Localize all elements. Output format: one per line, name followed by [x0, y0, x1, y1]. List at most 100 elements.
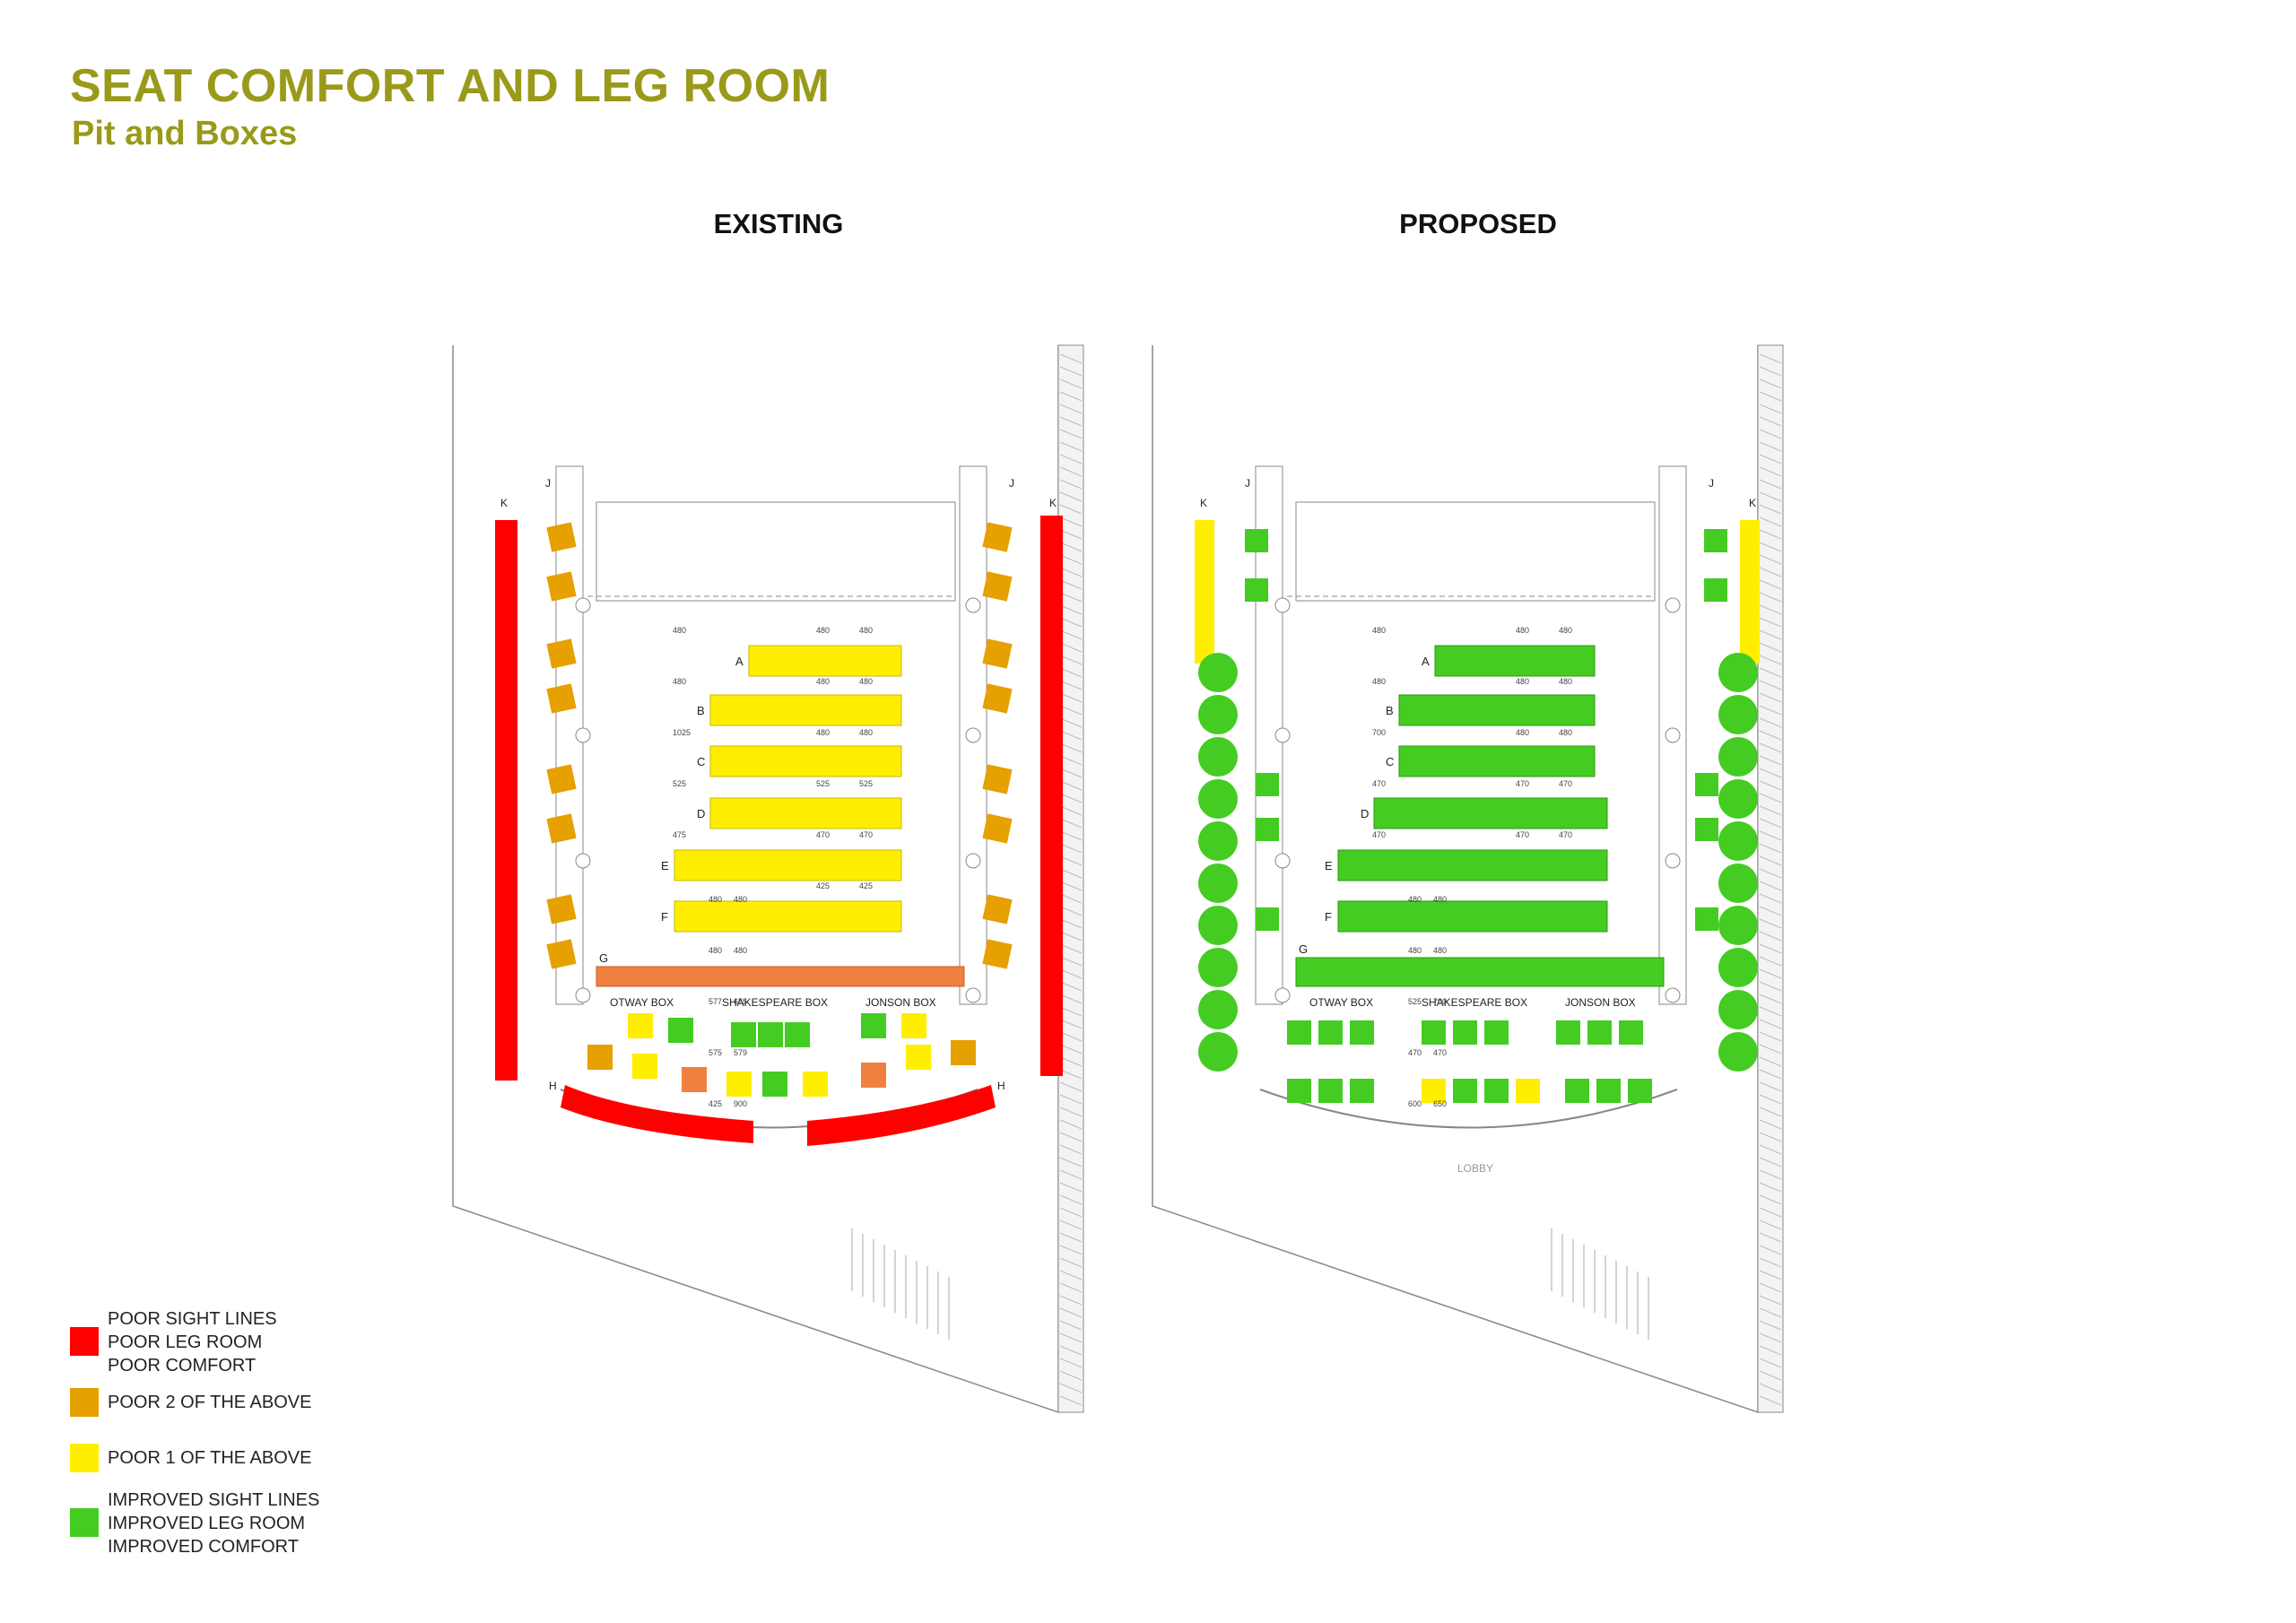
seat-row-A	[1434, 645, 1596, 677]
aisle-label: H	[997, 1080, 1005, 1092]
aisle-label: K	[1049, 497, 1057, 509]
side-strip-right	[1740, 520, 1760, 664]
pit-seat	[785, 1022, 810, 1047]
box-chair	[1704, 578, 1727, 602]
side-seat	[1718, 653, 1758, 692]
wall-hatch	[1759, 491, 1782, 502]
wall-hatch	[1759, 730, 1782, 741]
dimension-label: 480	[1408, 946, 1422, 955]
legend-swatch-yellow	[70, 1444, 99, 1472]
dimension-label: 480	[816, 677, 830, 686]
seat-row-G	[1295, 957, 1665, 987]
wall-hatch	[1059, 542, 1083, 552]
box-label: SHAKESPEARE BOX	[722, 996, 828, 1009]
wall-hatch	[1759, 1307, 1782, 1318]
pit-seat	[726, 1072, 752, 1097]
dimension-label: 470	[1408, 1048, 1422, 1057]
wall-hatch	[1059, 755, 1083, 766]
aisle-label: J	[1245, 477, 1250, 490]
dimension-label: 525	[859, 779, 873, 788]
wall-hatch	[1059, 730, 1083, 741]
wall-hatch	[1759, 1257, 1782, 1268]
seat-row-A	[748, 645, 902, 677]
wall-hatch	[1059, 667, 1083, 678]
wall-hatch	[1059, 805, 1083, 816]
wall-hatch	[1059, 655, 1083, 665]
wall-hatch	[1759, 1132, 1782, 1142]
front-seats-left	[561, 1085, 753, 1143]
wall-hatch	[1759, 629, 1782, 640]
side-seat	[1198, 948, 1238, 987]
dimension-label: 470	[859, 830, 873, 839]
aisle-label: J	[545, 477, 551, 490]
dimension-label: 480	[1516, 626, 1529, 635]
aisle-label: H	[549, 1080, 557, 1092]
wall-hatch	[1759, 1282, 1782, 1293]
wall-hatch	[1759, 943, 1782, 954]
box-chair	[1245, 529, 1268, 552]
wall-hatch	[1759, 504, 1782, 515]
wall-hatch	[1759, 404, 1782, 414]
seat-row-G	[596, 966, 965, 987]
wall-hatch	[1059, 1219, 1083, 1230]
box-chair	[982, 683, 1013, 714]
row-label: C	[1386, 755, 1394, 768]
column-pillar	[575, 853, 591, 869]
side-seat	[1198, 821, 1238, 861]
dimension-label: 575	[709, 1048, 722, 1057]
box-chair	[546, 813, 577, 844]
wall-hatch	[1059, 554, 1083, 565]
dimension-label: 600	[1408, 1099, 1422, 1108]
wall-hatch	[1759, 1107, 1782, 1117]
dimension-label: 900	[734, 1099, 747, 1108]
side-bank-right	[1040, 516, 1063, 1076]
wall-hatch	[1759, 755, 1782, 766]
row-label: F	[661, 910, 668, 924]
wall-hatch	[1759, 366, 1782, 377]
wall-hatch	[1759, 1232, 1782, 1243]
wall-hatch	[1059, 968, 1083, 979]
wall-hatch	[1759, 855, 1782, 866]
legend-swatch-red	[70, 1327, 99, 1356]
wall-hatch	[1759, 1069, 1782, 1080]
box-chair	[546, 894, 577, 924]
dimension-label: 480	[1372, 626, 1386, 635]
side-seat	[1718, 948, 1758, 987]
dimension-label: 480	[734, 895, 747, 904]
dimension-label: 700	[1372, 728, 1386, 737]
row-label: D	[1361, 807, 1369, 820]
page-subtitle: Pit and Boxes	[72, 115, 298, 152]
pit-seat	[1619, 1020, 1643, 1045]
wall-hatch	[1759, 1157, 1782, 1167]
box-label: OTWAY BOX	[1309, 996, 1373, 1009]
dimension-label: 577	[709, 997, 722, 1006]
wall-hatch	[1759, 768, 1782, 778]
seat-row-B	[1398, 694, 1596, 726]
column-pillar	[965, 597, 981, 613]
aisle-label: J	[1709, 477, 1714, 490]
pit-seat	[1318, 1079, 1343, 1103]
pit-seat	[1596, 1079, 1621, 1103]
wall-hatch	[1759, 529, 1782, 540]
wall-hatch	[1759, 391, 1782, 402]
side-seat	[1198, 695, 1238, 734]
dimension-label: 480	[1408, 895, 1422, 904]
wall-hatch	[1059, 692, 1083, 703]
pit-seat	[803, 1072, 828, 1097]
wall-hatch	[1759, 1182, 1782, 1193]
dimension-label: 470	[1372, 830, 1386, 839]
wall-hatch	[1059, 429, 1083, 439]
wall-hatch	[1059, 1056, 1083, 1067]
box-chair	[546, 683, 577, 714]
wall-hatch	[1759, 818, 1782, 829]
front-curve	[1259, 1089, 1678, 1129]
box-chair	[546, 638, 577, 669]
wall-hatch	[1059, 1383, 1083, 1393]
dimension-label: 480	[709, 946, 722, 955]
dimension-label: 480	[859, 626, 873, 635]
aisle-label: J	[1009, 477, 1014, 490]
pit-seat	[731, 1022, 756, 1047]
box-label: JONSON BOX	[1565, 996, 1636, 1009]
wall-hatch	[1759, 868, 1782, 879]
